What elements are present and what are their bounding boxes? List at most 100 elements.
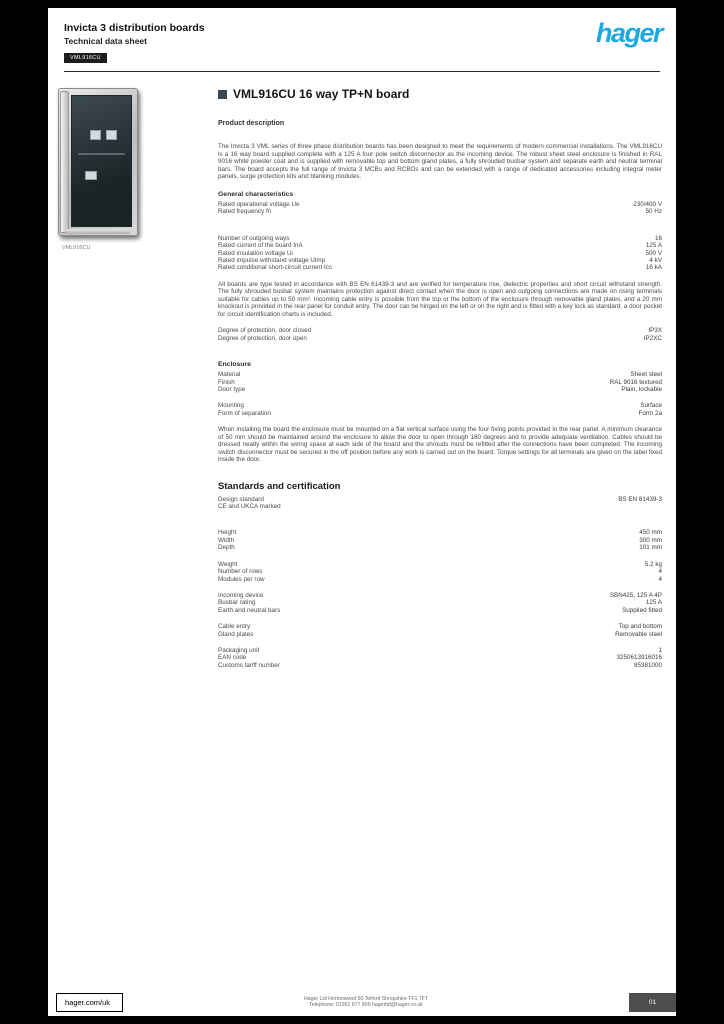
spec-label: Depth	[218, 544, 235, 552]
spec-label: CE and UKCA marked	[218, 503, 281, 511]
spec-row: Cable entry Top and bottom	[218, 623, 662, 630]
section-heading: Standards and certification	[218, 480, 341, 492]
spec-row: Customs tariff number 85381000	[218, 662, 662, 669]
spec-value: IP2XC	[643, 334, 662, 342]
spec-value: 16 kA	[645, 264, 662, 272]
spec-row: Rated frequency fn 50 Hz	[218, 208, 662, 215]
spec-label: Door type	[218, 385, 246, 393]
spec-row: Door type Plain, lockable	[218, 386, 662, 393]
spec-label: Rated conditional short-circuit current …	[218, 264, 333, 272]
product-photo-column: VML916CU	[58, 88, 148, 251]
din-rail	[77, 153, 126, 156]
spec-row: Modules per row 4	[218, 576, 662, 583]
spec-value: Removable steel	[615, 630, 662, 638]
website-link[interactable]: hager.com/uk	[56, 993, 124, 1012]
spec-value: RAL 9016 textured	[609, 378, 662, 386]
spec-row: Rated operational voltage Ue 230/400 V	[218, 201, 662, 208]
spec-value: SBN425, 125 A 4P	[609, 591, 662, 599]
page-number-badge: 01	[629, 993, 676, 1012]
spec-value: 85381000	[633, 661, 662, 669]
spec-label: Rated current of the board InA	[218, 242, 303, 250]
spec-label: Form of separation	[218, 409, 271, 417]
spec-label: Degree of protection, door closed	[218, 327, 312, 335]
doc-subtitle: Technical data sheet	[64, 36, 147, 46]
product-image	[58, 88, 138, 236]
spec-value: Sheet steel	[630, 371, 662, 379]
spec-label: Rated operational voltage Ue	[218, 200, 300, 208]
spec-label: Rated frequency fn	[218, 208, 272, 216]
spec-label: Rated insulation voltage Ui	[218, 249, 293, 257]
spec-row: Rated conditional short-circuit current …	[218, 264, 662, 271]
spec-row: Height 450 mm	[218, 529, 662, 536]
spec-row: Number of outgoing ways 16	[218, 235, 662, 242]
spec-label: Modules per row	[218, 575, 265, 583]
spec-value: 230/400 V	[633, 200, 662, 208]
document-footer: hager.com/uk Hager Ltd Hortonwood 50 Tel…	[56, 993, 676, 1012]
spec-label: Cable entry	[218, 623, 251, 631]
spec-row: Gland plates Removable steel	[218, 631, 662, 638]
spec-row: Incoming device SBN425, 125 A 4P	[218, 592, 662, 599]
spec-value: Plain, lockable	[621, 385, 662, 393]
spec-paragraph: When installing the board the enclosure …	[218, 426, 662, 464]
spec-value: 50 Hz	[645, 208, 662, 216]
spec-label: Mounting	[218, 402, 244, 410]
spec-label: Degree of protection, door open	[218, 334, 307, 342]
spec-value: Surface	[640, 402, 662, 410]
spec-value: 4 kV	[649, 257, 662, 264]
spec-row: Form of separation Form 2a	[218, 410, 662, 417]
spec-label: EAN code	[218, 654, 247, 662]
spec-label: Busbar rating	[218, 599, 256, 607]
spec-label: Number of outgoing ways	[218, 234, 290, 242]
spec-label: Height	[218, 529, 237, 537]
spec-value: 4	[658, 575, 662, 583]
spec-value: 16	[654, 234, 662, 242]
footer-line2: Telephone: 01952 677 899 hagerltd@hager.…	[309, 1002, 423, 1009]
spec-value: 101 mm	[639, 544, 662, 552]
spec-block: All boards are type tested in accordance…	[218, 281, 662, 319]
spec-block: When installing the board the enclosure …	[218, 426, 662, 464]
spec-row: Material Sheet steel	[218, 371, 662, 378]
document-header: Invicta 3 distribution boards Technical …	[48, 8, 676, 64]
spec-value: Top and bottom	[618, 623, 662, 631]
breaker-module	[106, 129, 118, 140]
spec-value	[652, 503, 662, 510]
spec-row: Mounting Surface	[218, 402, 662, 409]
spec-label: Incoming device	[218, 591, 264, 599]
enclosure-door	[60, 91, 69, 233]
spec-value: Supplied fitted	[622, 606, 662, 614]
breaker-module	[84, 171, 97, 181]
section-heading: Enclosure	[218, 361, 251, 369]
product-code-badge: VML916CU	[64, 53, 107, 63]
spec-value: 3250613916016	[616, 654, 662, 662]
spec-label: Packaging unit	[218, 646, 260, 654]
document-page: Invicta 3 distribution boards Technical …	[48, 8, 676, 1016]
spec-label: Weight	[218, 560, 238, 568]
spec-label: Material	[218, 371, 241, 379]
footer-address: Hager Ltd Hortonwood 50 Telford Shropshi…	[304, 996, 428, 1008]
spec-paragraph: All boards are type tested in accordance…	[218, 280, 662, 318]
spec-label: Gland plates	[218, 630, 254, 638]
spec-label: Customs tariff number	[218, 661, 280, 669]
hager-logo: hager	[595, 18, 664, 48]
spec-label: Earth and neutral bars	[218, 606, 281, 614]
spec-value: 450 mm	[639, 529, 662, 537]
spec-value: Form 2a	[638, 409, 662, 417]
